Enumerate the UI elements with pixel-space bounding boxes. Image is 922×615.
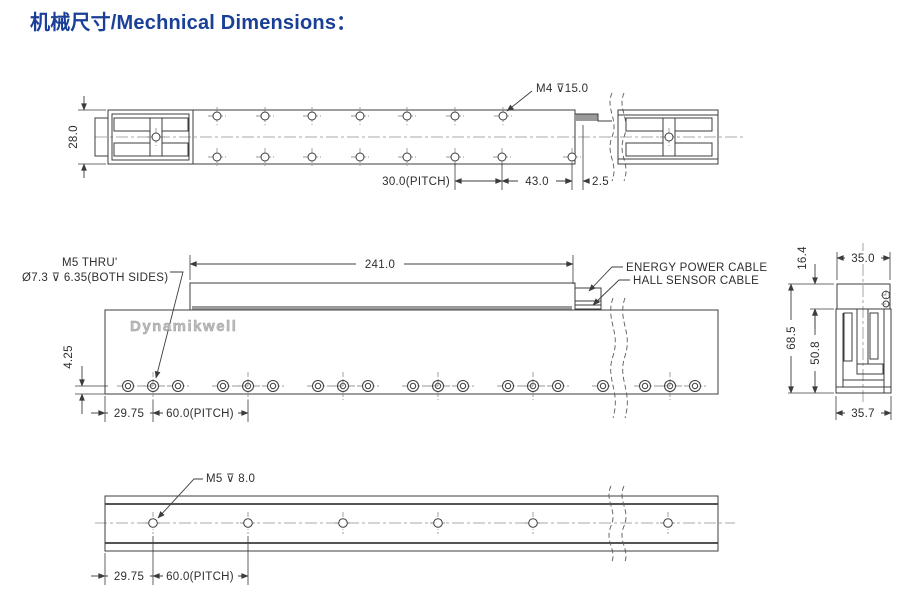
forcer-plate-top bbox=[192, 106, 582, 167]
dim-4-25: 4.25 bbox=[63, 345, 108, 414]
svg-text:35.0: 35.0 bbox=[851, 253, 875, 265]
break-line bbox=[621, 92, 627, 182]
stator-body bbox=[104, 309, 719, 395]
dim-chain-top-view: 30.0(PITCH) 43.0 2.5 bbox=[382, 125, 609, 190]
svg-text:35.7: 35.7 bbox=[851, 408, 875, 420]
stator-step-shade bbox=[575, 114, 598, 121]
dim-pitch-60: 60.0(PITCH) bbox=[166, 571, 234, 583]
break-line bbox=[622, 297, 628, 419]
dim-pitch-30: 30.0(PITCH) bbox=[382, 176, 450, 188]
dim-241: 241.0 bbox=[189, 255, 574, 284]
dim-chain-side-view: 29.75 60.0(PITCH) bbox=[91, 396, 249, 422]
label-power-cable: ENERGY POWER CABLE bbox=[626, 262, 767, 274]
label-hall-cable: HALL SENSOR CABLE bbox=[633, 275, 759, 287]
dim-35-0: 35.0 bbox=[836, 251, 891, 280]
dim-29-75: 29.75 bbox=[114, 408, 144, 420]
callout-m4: M4 ⊽15.0 bbox=[536, 83, 588, 95]
forcer-block bbox=[189, 282, 576, 311]
leader-power-cable bbox=[588, 266, 623, 292]
break-line bbox=[608, 485, 614, 565]
rail-stub bbox=[94, 117, 108, 157]
callout-m5-8: M5 ⊽ 8.0 bbox=[206, 473, 255, 485]
leader-m4 bbox=[506, 90, 533, 112]
svg-text:68.5: 68.5 bbox=[786, 326, 798, 350]
stator-section bbox=[835, 308, 892, 394]
dim-68-5: 68.5 bbox=[784, 283, 834, 394]
dim-2-5: 2.5 bbox=[592, 176, 609, 188]
break-line bbox=[621, 485, 627, 565]
svg-text:50.8: 50.8 bbox=[810, 341, 822, 365]
dim-28: 28.0 bbox=[68, 96, 106, 178]
svg-text:16.4: 16.4 bbox=[797, 246, 809, 270]
dim-50-8: 50.8 bbox=[808, 308, 822, 394]
dim-pitch-60: 60.0(PITCH) bbox=[166, 408, 234, 420]
section-view: 35.0 bbox=[784, 243, 892, 420]
svg-text:28.0: 28.0 bbox=[68, 125, 80, 149]
leader-m5-8 bbox=[157, 478, 203, 519]
callout-m5-thru-line2: Ø7.3 ⊽ 6.35(BOTH SIDES) bbox=[22, 272, 168, 284]
stator-step bbox=[575, 113, 612, 122]
top-view: M4 ⊽15.0 28.0 30.0(PITCH) 43.0 bbox=[68, 83, 745, 190]
break-line bbox=[610, 297, 616, 419]
callout-m5-thru-line1: M5 THRU' bbox=[62, 257, 118, 269]
leader-m5-thru bbox=[154, 271, 184, 379]
mounting-holes bbox=[117, 371, 706, 401]
cable-connector bbox=[574, 287, 602, 310]
dim-29-75: 29.75 bbox=[114, 571, 144, 583]
svg-text:4.25: 4.25 bbox=[63, 345, 75, 369]
page-title: 机械尺寸/Mechnical Dimensions： bbox=[30, 12, 357, 34]
side-view: M5 THRU' Ø7.3 ⊽ 6.35(BOTH SIDES) 241.0 bbox=[22, 255, 767, 422]
dim-16-4: 16.4 bbox=[788, 246, 834, 329]
dim-chain-bottom-view: 29.75 60.0(PITCH) bbox=[91, 536, 249, 585]
dim-35-7: 35.7 bbox=[835, 396, 892, 420]
break-line bbox=[609, 92, 615, 182]
stator-right bbox=[617, 109, 719, 165]
air-gap-shade bbox=[192, 306, 572, 311]
rail-bottom bbox=[104, 495, 719, 552]
dim-43: 43.0 bbox=[525, 176, 549, 188]
svg-text:241.0: 241.0 bbox=[365, 259, 395, 271]
bottom-view: M5 ⊽ 8.0 29.75 bbox=[91, 473, 735, 585]
leader-hall-cable bbox=[592, 279, 630, 306]
watermark: Dynamikwell bbox=[130, 318, 237, 335]
